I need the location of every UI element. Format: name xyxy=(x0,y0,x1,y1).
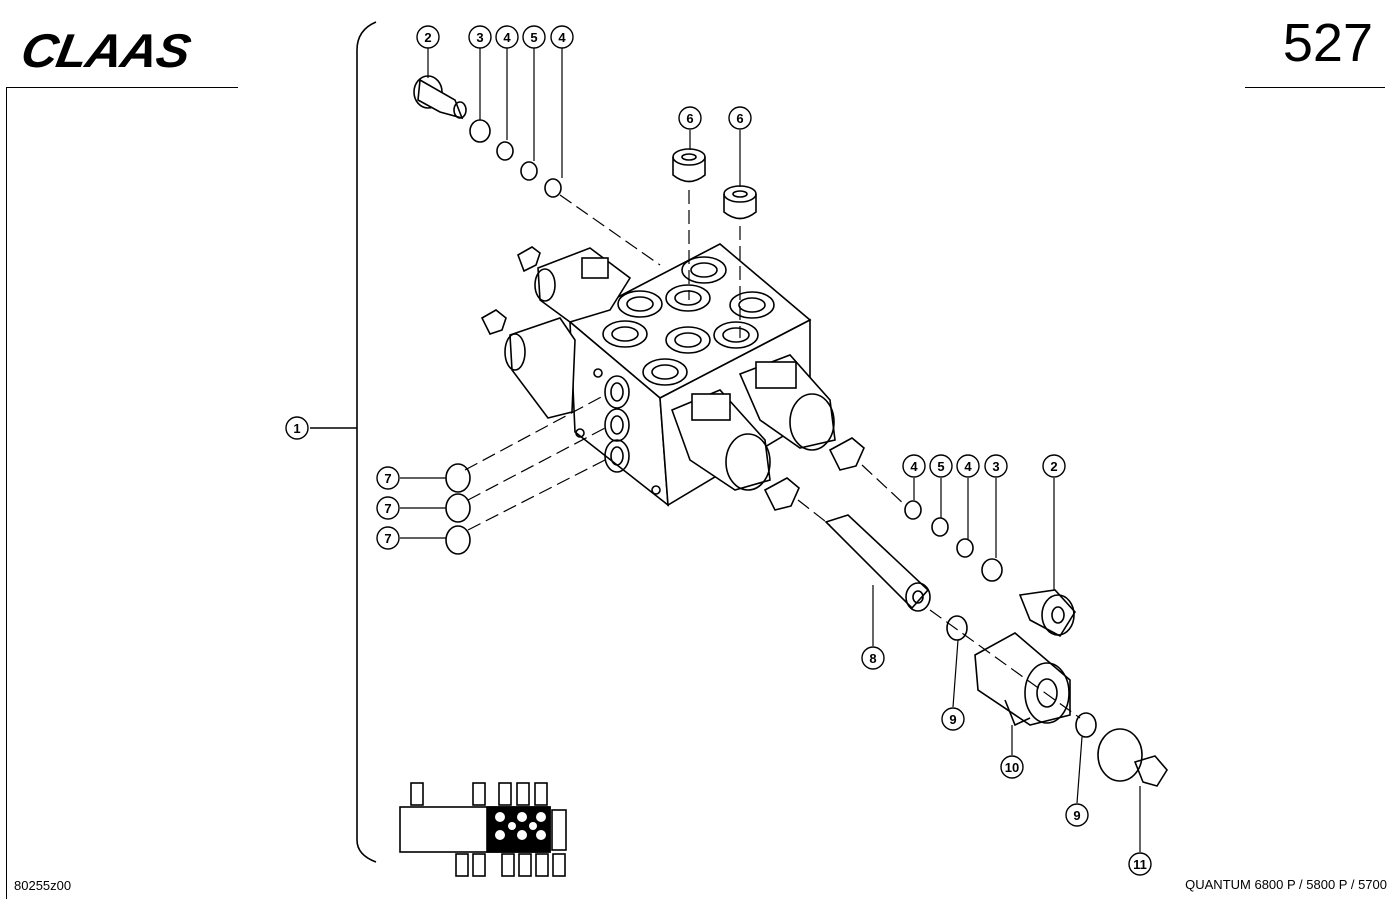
callout-5-upper: 5 xyxy=(530,30,537,45)
callout-2-upper: 2 xyxy=(424,30,431,45)
callout-1: 1 xyxy=(293,421,300,436)
callout-8: 8 xyxy=(869,651,876,666)
callout-5-lower: 5 xyxy=(937,459,944,474)
front-solenoid-right xyxy=(738,354,865,471)
part-6-left xyxy=(672,148,706,183)
model-list: QUANTUM 6800 P / 5800 P / 5700 xyxy=(1185,877,1387,892)
group-bracket xyxy=(356,21,377,863)
callout-3-upper: 3 xyxy=(476,30,483,45)
part-10-coil xyxy=(974,632,1071,727)
callout-3-lower: 3 xyxy=(992,459,999,474)
callout-9-upper: 9 xyxy=(949,712,956,727)
rear-solenoid-upper xyxy=(517,246,632,323)
part-8-cartridge xyxy=(824,514,931,612)
callout-11: 11 xyxy=(1133,857,1147,872)
callout-6-left: 6 xyxy=(686,111,693,126)
callout-4-lower-a: 4 xyxy=(910,459,918,474)
callout-4-upper-a: 4 xyxy=(503,30,511,45)
schematic-thumbnail xyxy=(399,782,567,877)
part-11-knob xyxy=(1097,728,1168,787)
callout-4-lower-b: 4 xyxy=(964,459,972,474)
drawing-code: 80255z00 xyxy=(14,878,72,893)
left-frame-line xyxy=(6,87,7,899)
rear-solenoid-lower xyxy=(480,309,576,419)
part-2-upper xyxy=(413,75,467,120)
callout-7-b: 7 xyxy=(384,501,391,516)
callout-7-a: 7 xyxy=(384,471,391,486)
page-number: 527 xyxy=(1282,13,1373,73)
callout-6-right: 6 xyxy=(736,111,743,126)
callout-4-upper-b: 4 xyxy=(558,30,566,45)
callout-9-lower: 9 xyxy=(1073,808,1080,823)
callout-2-lower: 2 xyxy=(1050,459,1057,474)
part-2-lower xyxy=(1018,589,1076,638)
front-solenoid-left xyxy=(670,389,800,511)
callout-10: 10 xyxy=(1005,760,1019,775)
callout-7-c: 7 xyxy=(384,531,391,546)
header-rule-right xyxy=(1245,87,1385,88)
header-rule-left xyxy=(6,87,238,88)
part-6-right xyxy=(723,185,757,220)
